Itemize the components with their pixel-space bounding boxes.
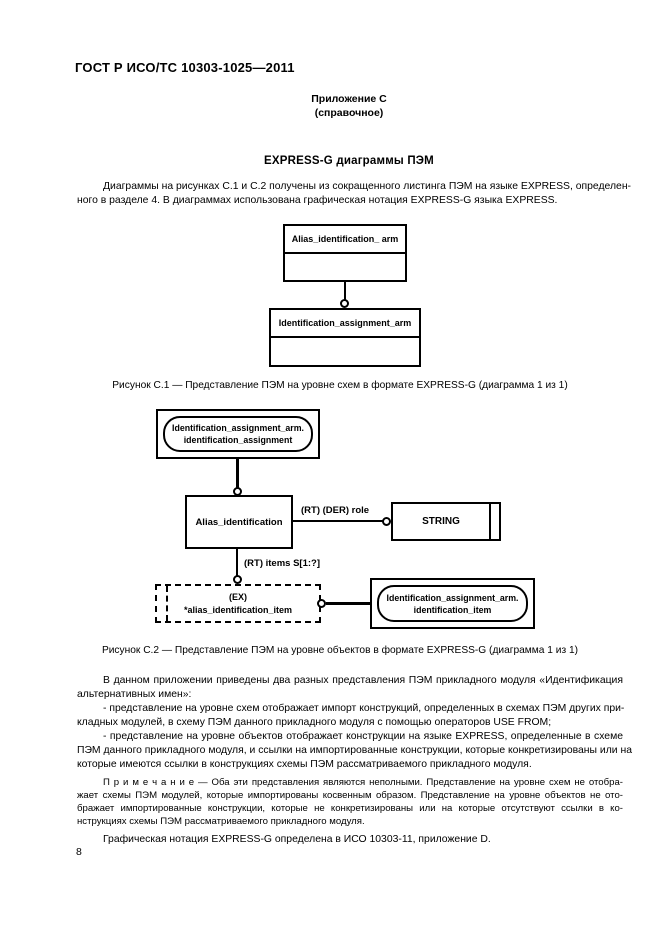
text-line: кладных модулей, в схему ПЭМ данного при… <box>77 717 552 728</box>
section-title: EXPRESS-G диаграммы ПЭМ <box>264 155 434 167</box>
text-line: В данном приложении приведены два разных… <box>103 675 623 686</box>
text-line: - представление на уровне схем отображае… <box>103 703 625 714</box>
text-line: ПЭМ данного прикладного модуля, и ссылки… <box>77 745 632 756</box>
attr-items-label: (RT) items S[1:?] <box>244 558 320 569</box>
paragraph: П р и м е ч а н и е — Оба эти представле… <box>77 776 623 828</box>
schema-box-alias-identification-arm: Alias_identification_ arm <box>283 224 407 282</box>
figure-c1-caption: Рисунок С.1 — Представление ПЭМ на уровн… <box>112 380 568 391</box>
intro-paragraph: Диаграммы на рисунках С.1 и С.2 получены… <box>77 180 632 208</box>
attr-role-label: (RT) (DER) role <box>301 505 370 516</box>
schema-box-identification-assignment-arm: Identification_assignment_arm <box>269 308 421 367</box>
text-line: Диаграммы на рисунках С.1 и С.2 получены… <box>103 181 632 192</box>
ref-label-line2: identification_assignment <box>183 435 293 445</box>
text-line: - представление на уровне объектов отобр… <box>103 731 623 742</box>
attribute-line <box>293 520 383 522</box>
interschema-ref-bottom: Identification_assignment_arm. identific… <box>370 578 535 629</box>
text-line: альтернативных имен»: <box>77 689 192 700</box>
simple-type-double-line <box>489 504 491 539</box>
select-label-line2: *alias_identification_item <box>183 604 293 615</box>
schema-box-label: Identification_assignment_arm <box>271 310 419 338</box>
ref-label-line2: identification_item <box>413 604 492 615</box>
text-line: П р и м е ч а н и е — Оба эти представле… <box>103 777 623 788</box>
reference-circle <box>233 575 242 584</box>
schema-box-label: Alias_identification_ arm <box>285 226 405 254</box>
paragraph: - представление на уровне схем отображае… <box>77 702 625 730</box>
attribute-line <box>236 549 238 576</box>
doc-number: ГОСТ Р ИСО/ТС 10303-1025—2011 <box>75 60 295 75</box>
reference-circle <box>317 599 326 608</box>
figure-c2-caption: Рисунок С.2 — Представление ПЭМ на уровн… <box>101 645 579 656</box>
select-label-line1: (EX) <box>229 591 247 602</box>
interschema-ref-top: Identification_assignment_arm. identific… <box>156 409 320 459</box>
select-type-box-alias-identification-item: (EX) *alias_identification_item <box>155 584 321 623</box>
annex-kind: (справочное) <box>314 107 384 119</box>
paragraph: В данном приложении приведены два разных… <box>77 674 623 702</box>
interschema-link-line <box>326 602 370 605</box>
annex-label: Приложение С <box>311 93 387 105</box>
ref-label-line1: Identification_assignment_arm. <box>172 423 304 433</box>
string-type-label: STRING <box>422 516 460 527</box>
page-number: 8 <box>76 846 82 858</box>
select-type-inner-line <box>166 586 168 621</box>
text-line: жает схемы ПЭМ модулей, которые импортир… <box>77 790 623 801</box>
simple-type-box-string: STRING <box>391 502 501 541</box>
ref-label-line1: Identification_assignment_arm. <box>386 592 519 603</box>
reference-circle <box>382 517 391 526</box>
text-line: бражает импортированные конструкции, кот… <box>77 803 623 814</box>
paragraph: Графическая нотация EXPRESS-G определена… <box>77 833 623 847</box>
entity-label: Alias_identification <box>195 516 283 528</box>
paragraph: - представление на уровне объектов отобр… <box>77 730 632 772</box>
text-line: нструкциях схемы ПЭМ рассматриваемого пр… <box>77 816 365 827</box>
body-text: В данном приложении приведены два разных… <box>77 674 632 847</box>
interschema-ref-bottom-oval: Identification_assignment_arm. identific… <box>377 585 528 622</box>
text-line: ного в разделе 4. В диаграммах использов… <box>77 195 558 206</box>
text-line: которые имеются ссылки в конструкциях сх… <box>77 759 532 770</box>
interschema-ref-top-oval: Identification_assignment_arm. identific… <box>163 416 313 452</box>
reference-circle <box>340 299 349 308</box>
text-line: Графическая нотация EXPRESS-G определена… <box>103 834 491 845</box>
supertype-line <box>236 459 239 488</box>
entity-box-alias-identification: Alias_identification <box>185 495 293 549</box>
connector-line <box>344 281 346 301</box>
